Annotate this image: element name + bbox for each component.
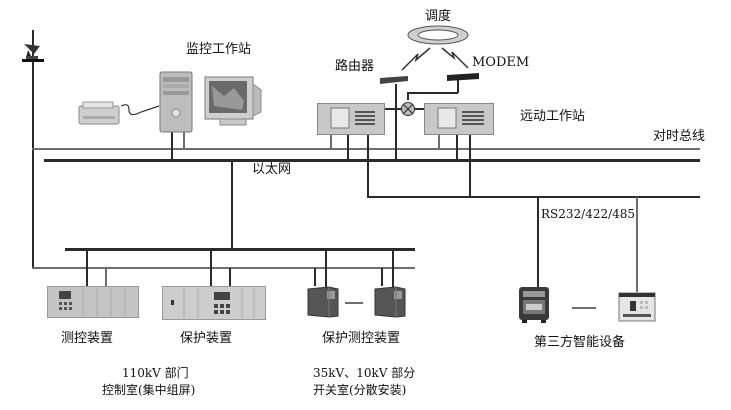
pmc1-eth-drop	[325, 250, 327, 288]
third-party-label: 第三方智能设备	[534, 335, 626, 350]
ethernet-label: 以太网	[252, 162, 292, 177]
pmc2-sync-drop	[381, 268, 383, 286]
hv-section-label-1: 110kV 部门	[122, 366, 189, 380]
pc-sync-drop	[183, 132, 185, 149]
third-party-link	[572, 307, 596, 309]
monitor-station-label: 监控工作站	[186, 42, 252, 57]
meter-serial-drop	[537, 197, 539, 287]
modem-label: MODEM	[472, 55, 530, 70]
switch-crossover-icon	[401, 102, 415, 116]
ethernet-trunk-line	[231, 160, 233, 250]
monitor-icon	[204, 76, 262, 126]
prot-eth-drop	[210, 250, 212, 286]
ru2-serial-drop	[469, 135, 471, 197]
pmc1-sync-drop	[314, 268, 316, 286]
prot-meas-ctrl-cabinet-1-icon	[307, 286, 339, 318]
protection-label: 保护装置	[180, 331, 233, 346]
modem-horizontal-line	[407, 92, 458, 94]
smart-meter-icon	[519, 287, 549, 323]
router-eth-drop	[395, 84, 397, 160]
ru1-serial-drop	[367, 135, 369, 197]
ru1-sync-drop	[330, 135, 332, 149]
modem-down-line	[457, 78, 459, 93]
remote-terminal-unit-1-icon	[317, 103, 385, 135]
serial-label: RS232/422/485	[541, 207, 636, 221]
printer-cable-icon	[120, 104, 160, 116]
prot-sync-drop	[229, 268, 231, 286]
field-bus-line	[65, 248, 415, 251]
measure-control-label: 测控装置	[61, 331, 114, 346]
pmc2-eth-drop	[392, 250, 394, 288]
remote-station-label: 远动工作站	[520, 109, 586, 124]
time-sync-bus-label: 对时总线	[653, 129, 706, 144]
protection-measure-control-label: 保护测控装置	[322, 331, 401, 346]
mv-section-label-2: 开关室(分散安装)	[313, 383, 407, 397]
computer-tower-icon	[159, 71, 193, 133]
protection-device-icon	[162, 286, 266, 320]
mv-section-label-1: 35kV、10kV 部分	[313, 366, 416, 380]
wireless-link-left-icon	[401, 47, 431, 71]
ethernet-bus-line	[44, 159, 700, 162]
router-icon	[380, 76, 408, 84]
pmc-link	[345, 302, 363, 304]
smart-controller-icon	[618, 292, 656, 322]
mc-eth-drop	[86, 250, 88, 286]
ru2-sync-drop	[438, 135, 440, 149]
controller-serial-drop	[636, 197, 638, 292]
hv-section-label-2: 控制室(集中组屏)	[102, 383, 196, 397]
pc-ethernet-drop	[171, 132, 173, 160]
ru1-eth-drop	[347, 135, 349, 160]
printer-icon	[78, 101, 120, 125]
ru2-eth-drop	[456, 135, 458, 160]
dispatch-center-icon	[407, 25, 469, 45]
modem-icon	[447, 73, 479, 81]
remote-terminal-unit-2-icon	[424, 103, 494, 135]
field-sync-line	[32, 267, 415, 269]
mc-sync-drop	[105, 268, 107, 286]
satellite-antenna-icon	[22, 44, 44, 62]
measure-control-device-icon	[47, 286, 139, 318]
router-label: 路由器	[335, 59, 375, 74]
wireless-link-right-icon	[441, 47, 469, 69]
modem-to-switch-line	[407, 92, 409, 100]
serial-bus-line	[367, 196, 700, 198]
dispatch-label: 调度	[425, 9, 452, 24]
time-sync-bus-line	[32, 148, 700, 150]
prot-meas-ctrl-cabinet-2-icon	[374, 286, 406, 318]
